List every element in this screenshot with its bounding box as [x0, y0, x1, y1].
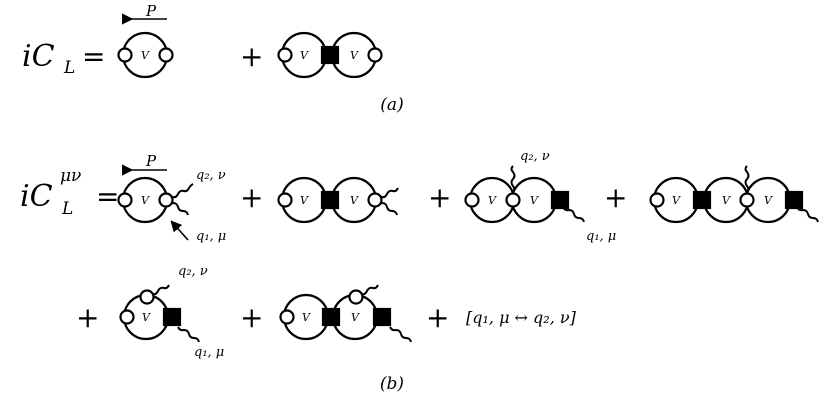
bubble-label: V	[722, 194, 731, 207]
plus-b5: +	[240, 301, 263, 334]
photon-label-q1: q₁, μ	[586, 229, 616, 244]
photon-label-q1: q₁, μ	[194, 345, 224, 360]
momentum-label-b: P	[145, 152, 157, 170]
bubble-label: V	[350, 49, 359, 62]
bubble-label: V	[141, 194, 150, 207]
plus-b4: +	[76, 301, 99, 334]
photon-label-q1: q₁, μ	[196, 229, 226, 244]
diagram-b3-double-bubble-photon-at-junction	[464, 165, 585, 224]
vertex-right	[158, 47, 174, 63]
lhs-b-sup: μν	[60, 166, 81, 186]
photon-momentum-arrow	[170, 220, 189, 241]
diagram-b4-triple-bubble	[649, 165, 819, 224]
plus-b6: +	[426, 301, 449, 334]
diagram-a2-double-bubble	[277, 31, 383, 79]
caption-a: (a)	[380, 95, 403, 115]
equals-b: =	[96, 180, 119, 213]
plus-a: +	[240, 40, 263, 73]
vertex-left	[117, 47, 133, 63]
lhs-a-main: iC	[22, 39, 55, 74]
bubble-label: V	[488, 194, 497, 207]
diagram-b5-bubble-vertex-on-loop	[119, 284, 200, 343]
lhs-b-main: iC	[20, 179, 53, 214]
photon-label-q2: q₂, ν	[520, 149, 550, 164]
diagram-a1-bubble	[117, 13, 174, 79]
bubble-label: V	[350, 194, 359, 207]
diagram-b6-double-bubble-vertex-on-loop	[279, 284, 412, 343]
bubble-label: V	[300, 49, 309, 62]
lhs-a-sub: L	[63, 58, 75, 78]
bubble-label: V	[300, 194, 309, 207]
bubble-label: V	[764, 194, 773, 207]
plus-b1: +	[240, 181, 263, 214]
diagram-b2-double-bubble-two-photons	[277, 176, 399, 224]
equals-a: =	[82, 40, 105, 73]
momentum-label-a: P	[145, 2, 157, 20]
bubble-label: V	[141, 49, 150, 62]
caption-b: (b)	[380, 374, 404, 394]
plus-b3: +	[604, 181, 627, 214]
equation-b-lhs: iC μν L =	[20, 166, 119, 219]
bubble-label: V	[142, 311, 151, 324]
bubble-label: V	[351, 311, 360, 324]
exchange-term: [q₁, μ ↔ q₂, ν]	[466, 308, 577, 327]
lhs-b-sub: L	[61, 199, 73, 219]
bubble-label: V	[530, 194, 539, 207]
photon-label-q2: q₂, ν	[196, 168, 226, 183]
bubble-label: V	[302, 311, 311, 324]
plus-b2: +	[428, 181, 451, 214]
bubble-label: V	[672, 194, 681, 207]
photon-label-q2: q₂, ν	[178, 264, 208, 279]
equation-a-lhs: iC L =	[22, 39, 105, 78]
diagram-b1-bubble-two-photons	[117, 164, 194, 241]
